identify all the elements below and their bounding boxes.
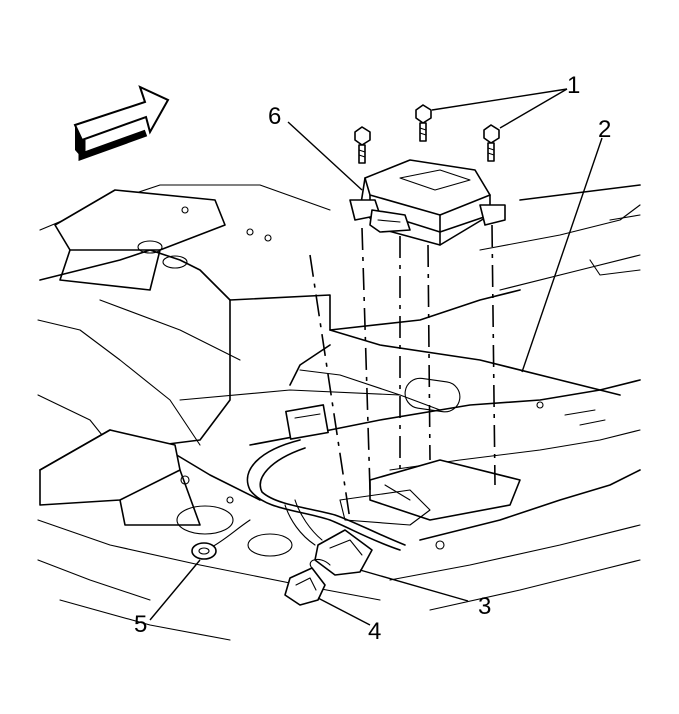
- module-assembly: [349, 159, 506, 246]
- forward-direction-arrow-icon: [73, 85, 170, 161]
- connector-4: [284, 558, 331, 606]
- leader-lines: [149, 88, 603, 626]
- bolt-left: [354, 126, 371, 164]
- callout-5: 5: [134, 611, 148, 638]
- ground-stud-5: [191, 542, 217, 560]
- connector-3: [314, 529, 373, 576]
- floor-pan: [37, 184, 641, 641]
- alignment-lines: [309, 224, 496, 521]
- wiring-harness: [209, 404, 406, 551]
- callout-4: 4: [368, 618, 382, 645]
- bolt-middle: [415, 104, 432, 142]
- bolt-right: [483, 124, 500, 162]
- callout-6: 6: [268, 103, 282, 130]
- callout-1: 1: [567, 72, 581, 99]
- callout-2: 2: [598, 116, 612, 143]
- callout-3: 3: [478, 593, 492, 620]
